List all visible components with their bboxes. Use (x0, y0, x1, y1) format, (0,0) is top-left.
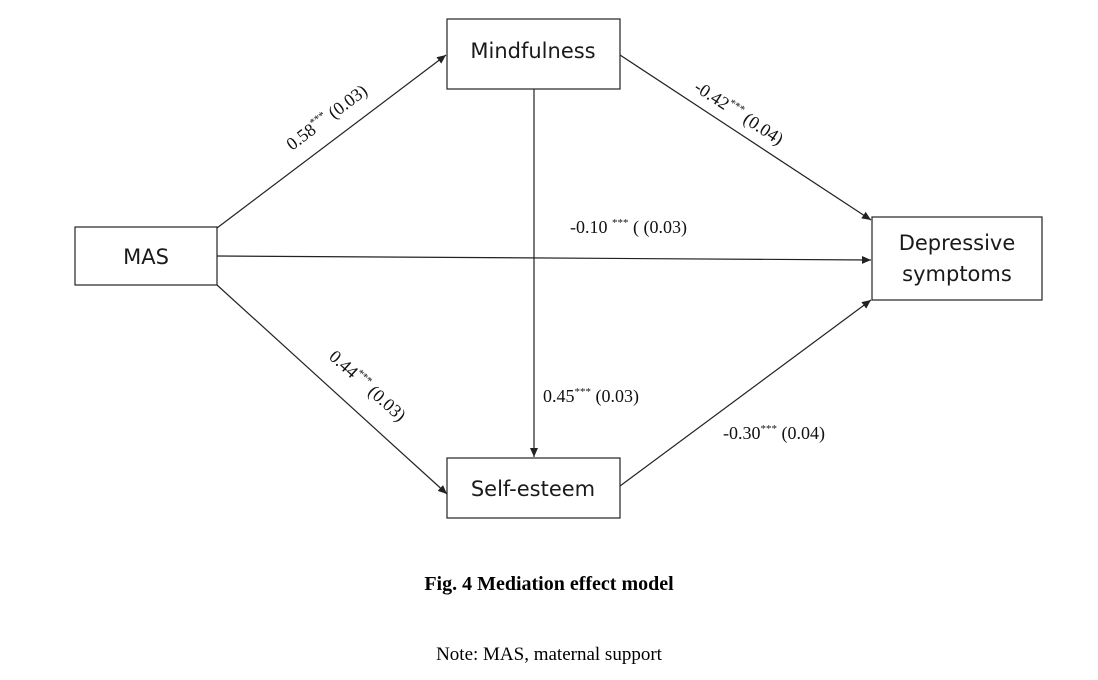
edge-label-mindfulness-self-esteem: 0.45*** (0.03) (543, 386, 639, 407)
node-mas: MAS (74, 226, 218, 286)
figure-caption: Fig. 4 Mediation effect model (424, 573, 674, 595)
arrow-mindfulness-to-depressive (619, 54, 872, 221)
arrow-mas-to-depressive (216, 255, 872, 264)
edge-label-mas-self-esteem: 0.44*** (0.03) (325, 346, 410, 426)
node-mas-label: MAS (123, 245, 169, 269)
node-depressive-symptoms: Depressive symptoms (871, 216, 1043, 301)
arrow-mas-to-mindfulness (216, 54, 447, 229)
mediation-diagram: MAS Mindfulness Self-esteem Depressive s… (74, 18, 1043, 519)
edge-label-mindfulness-depressive: -0.42*** (0.04) (690, 77, 787, 150)
edge-label-self-esteem-depressive: -0.30*** (0.04) (723, 423, 825, 444)
node-mindfulness: Mindfulness (446, 18, 621, 90)
arrow-mas-to-self-esteem (216, 284, 448, 495)
node-mindfulness-label: Mindfulness (470, 39, 595, 63)
edge-label-mas-depressive: -0.10 *** ( (0.03) (570, 217, 687, 238)
edge-label-mas-mindfulness: 0.58*** (0.03) (282, 80, 371, 155)
arrow-self-esteem-to-depressive (619, 299, 872, 487)
figure-note: Note: MAS, maternal support (436, 644, 662, 665)
node-self-esteem-label: Self-esteem (471, 477, 595, 501)
node-depressive-label-line1: Depressive (899, 231, 1016, 255)
node-depressive-label-line2: symptoms (902, 262, 1012, 286)
node-self-esteem: Self-esteem (446, 457, 621, 519)
